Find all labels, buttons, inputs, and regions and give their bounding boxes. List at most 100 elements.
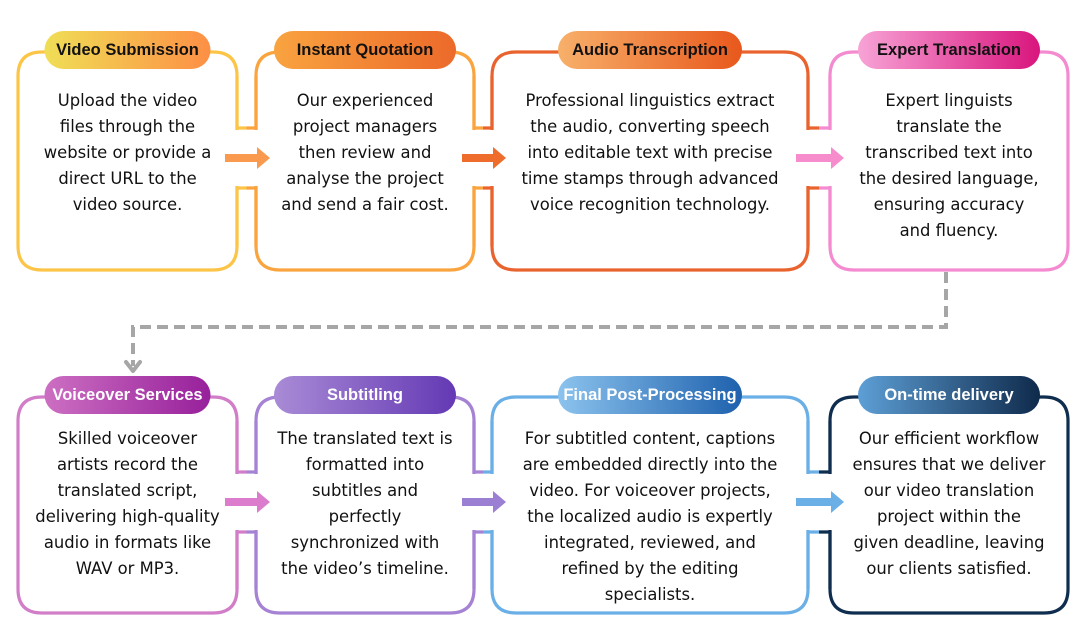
step-description: Professional linguistics extract the audi… xyxy=(496,88,804,218)
step-connectors xyxy=(225,76,844,589)
step-description-line: and send a fair cost. xyxy=(281,195,449,214)
step-title: Instant Quotation xyxy=(296,40,434,59)
step-box-outline xyxy=(490,50,810,272)
arrow-right-icon xyxy=(796,147,844,169)
step-title-pill xyxy=(858,376,1040,414)
step-title: Final Post-Processing xyxy=(563,385,737,404)
arrow-right-icon xyxy=(225,147,270,169)
step-description-line: Our efficient workflow xyxy=(858,429,1040,448)
step-box-outline xyxy=(254,50,476,272)
arrow-right-icon xyxy=(225,491,270,513)
step-title-pill xyxy=(274,376,456,414)
connector-notch xyxy=(246,421,258,474)
connector-notch xyxy=(483,421,494,474)
connector-notch xyxy=(246,76,258,130)
step-description-line: refined by the editing xyxy=(561,559,739,578)
connector-notch xyxy=(806,530,819,589)
step-description-line: our video translation xyxy=(863,481,1035,500)
step-title: Voiceover Services xyxy=(52,385,203,404)
step-description-line: Skilled voiceover xyxy=(57,429,198,448)
step-box-outline xyxy=(490,395,810,615)
step-title: Video Submission xyxy=(56,40,199,59)
connector-notch xyxy=(472,421,483,474)
step-description-line: transcribed text into xyxy=(865,143,1033,162)
step-box-outline xyxy=(16,50,239,272)
connector-notch xyxy=(235,530,247,589)
connector-notch xyxy=(806,76,819,130)
step-title-pill xyxy=(274,31,456,69)
connector-notch xyxy=(246,530,258,589)
step-description-line: Expert linguists xyxy=(885,91,1013,110)
step-description-line: integrated, reviewed, and xyxy=(544,533,756,552)
step-description: Our efficient workflow ensures that we de… xyxy=(834,426,1064,582)
step-description-line: voice recognition technology. xyxy=(530,195,770,214)
step-description-line: artists record the xyxy=(57,455,198,474)
step-description-line: Professional linguistics extract xyxy=(525,91,775,110)
connector-notch xyxy=(483,186,494,246)
step-title: Audio Transcription xyxy=(572,40,728,59)
connector-notch xyxy=(472,186,483,246)
step-boxes xyxy=(16,31,1070,615)
step-description-line: video. For voiceover projects, xyxy=(529,481,771,500)
arrow-right-icon xyxy=(462,147,506,169)
row-connector-dashed-arrow xyxy=(124,272,948,373)
step-description-line: translate the xyxy=(896,117,1002,136)
step-box-outline xyxy=(828,395,1070,615)
step-title-pill xyxy=(44,376,211,414)
connector-notch xyxy=(235,76,247,130)
step-description-line: formatted into xyxy=(305,455,425,474)
step-description: Our experienced project managers then revi… xyxy=(260,88,470,218)
step-description: The translated text is formatted into subt… xyxy=(260,426,470,582)
step-title: Subtitling xyxy=(326,385,404,404)
connector-notch xyxy=(806,186,819,246)
step-description-line: synchronized with xyxy=(290,533,440,552)
step-box-outline xyxy=(16,395,239,615)
step-description-line: perfectly xyxy=(328,507,402,526)
step-description-line: are embedded directly into the xyxy=(522,455,778,474)
step-description-line: website or provide a xyxy=(43,143,212,162)
step-description-line: into editable text with precise xyxy=(527,143,773,162)
step-title: Expert Translation xyxy=(877,40,1021,59)
connector-notch xyxy=(806,421,819,474)
step-description-line: audio in formats like xyxy=(43,533,212,552)
step-description-line: The translated text is xyxy=(277,429,453,448)
step-description-line: subtitles and xyxy=(312,481,418,500)
step-description-line: the localized audio is expertly xyxy=(527,507,773,526)
connector-notch xyxy=(483,530,494,589)
connector-notch xyxy=(819,76,832,130)
step-box-outline xyxy=(828,50,1070,272)
step-description-line: analyse the project xyxy=(286,169,444,188)
step-description-line: the desired language, xyxy=(859,169,1039,188)
connector-notch xyxy=(472,530,483,589)
arrow-down-icon xyxy=(124,360,142,373)
step-description-line: project managers xyxy=(292,117,438,136)
step-description-line: our clients satisfied. xyxy=(866,559,1032,578)
connector-notch xyxy=(819,421,832,474)
step-title: On-time delivery xyxy=(884,385,1014,404)
step-description-line: given deadline, leaving xyxy=(853,533,1045,552)
arrow-right-icon xyxy=(796,491,844,513)
step-description-line: the audio, converting speech xyxy=(530,117,770,136)
step-title-pill xyxy=(558,376,742,414)
step-description-line: project within the xyxy=(877,507,1021,526)
step-description-line: and fluency. xyxy=(899,221,999,240)
step-description: Expert linguists translate the transcribed… xyxy=(834,88,1064,244)
step-title-pill xyxy=(44,31,211,69)
connector-notch xyxy=(483,76,494,130)
step-description-line: Upload the video xyxy=(57,91,198,110)
step-description-line: then review and xyxy=(298,143,432,162)
connector-notch xyxy=(235,186,247,246)
step-description-line: delivering high-quality xyxy=(35,507,220,526)
step-description-line: translated script, xyxy=(57,481,198,500)
step-description-line: Our experienced xyxy=(296,91,434,110)
step-box-outline xyxy=(254,395,476,615)
connector-notch xyxy=(472,76,483,130)
step-title-pill xyxy=(558,31,742,69)
step-description-line: video source. xyxy=(72,195,183,214)
step-description-line: ensures that we deliver xyxy=(852,455,1046,474)
step-description-line: direct URL to the xyxy=(58,169,197,188)
connector-notch xyxy=(819,186,832,246)
